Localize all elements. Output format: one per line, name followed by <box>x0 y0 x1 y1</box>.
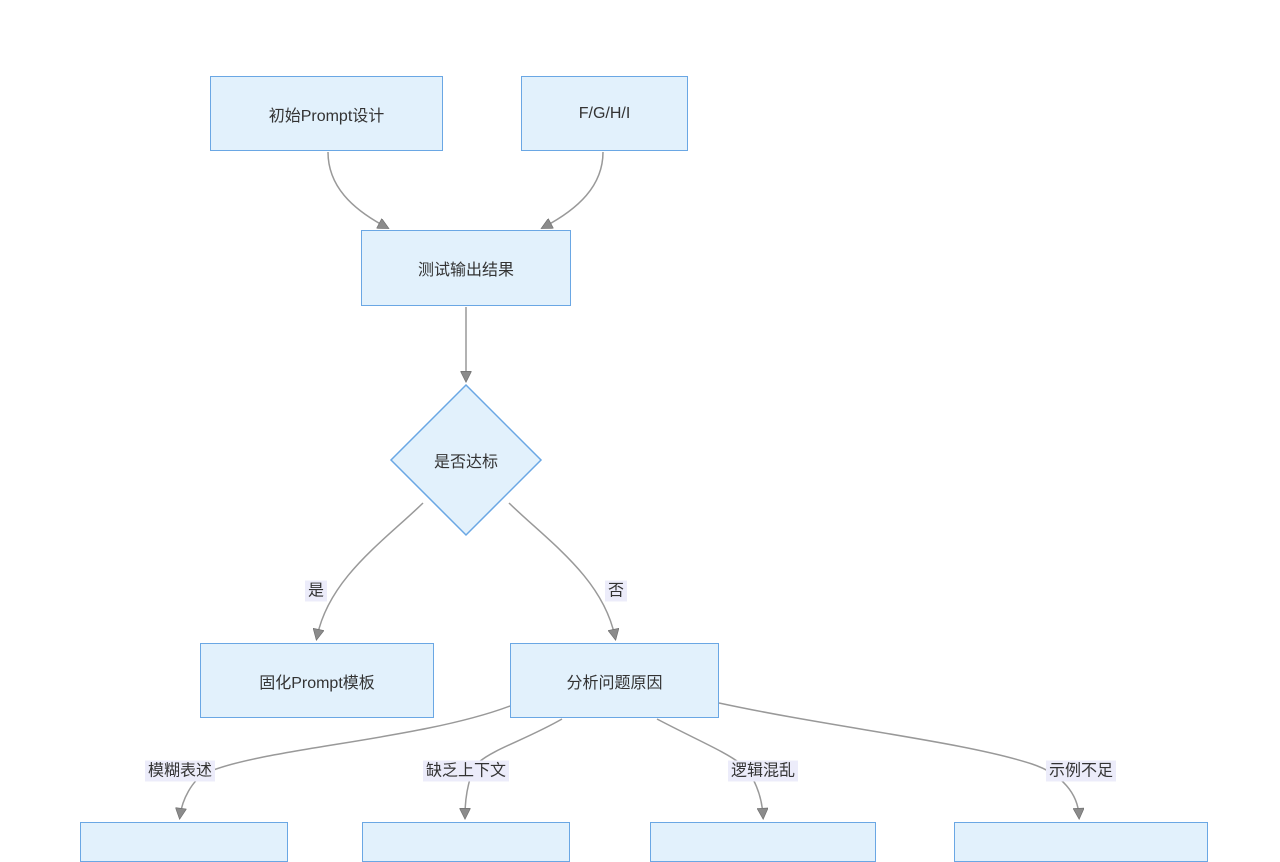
edge-label-insufficient-examples: 示例不足 <box>1045 760 1117 782</box>
decision-diamond-label: 是否达标 <box>433 454 499 471</box>
edges-layer <box>0 151 1280 830</box>
edge-label-missing-context: 缺乏上下文 <box>422 760 510 782</box>
flow-node-logic-target <box>650 822 876 862</box>
edge-decision-yes-to-solidify <box>317 502 424 637</box>
edge-analyze-to-examples <box>718 702 1079 816</box>
edge-decision-no-to-analyze <box>508 502 615 637</box>
edge-label-no: 否 <box>604 580 628 602</box>
flow-node-examples-target <box>954 822 1208 862</box>
node-label: 分析问题原因 <box>566 674 663 692</box>
node-label: 初始Prompt设计 <box>268 107 385 125</box>
flow-node-context-target <box>362 822 570 862</box>
node-label: F/G/H/I <box>578 104 631 122</box>
flow-node-vague-target <box>80 822 288 862</box>
edge-initial-to-test <box>327 151 386 227</box>
node-label: 测试输出结果 <box>417 262 514 279</box>
decision-diamond <box>389 383 543 537</box>
node-label: 固化Prompt模板 <box>259 674 375 692</box>
flow-node-test-output: 测试输出结果 <box>361 230 571 306</box>
flow-node-initial-prompt: 初始Prompt设计 <box>210 76 443 151</box>
flow-node-fghi: F/G/H/I <box>521 76 688 151</box>
edge-analyze-to-vague <box>180 705 511 816</box>
edge-label-vague-wording: 模糊表述 <box>144 760 216 782</box>
flow-node-solidify-template: 固化Prompt模板 <box>200 643 434 718</box>
edge-label-yes: 是 <box>304 580 328 602</box>
edge-fghi-to-test <box>544 151 604 227</box>
edge-label-confused-logic: 逻辑混乱 <box>727 760 799 782</box>
flowchart-canvas: 初始Prompt设计 F/G/H/I 测试输出结果 是否达标 是 否 固化Pro… <box>0 76 1280 862</box>
flow-node-analyze-cause: 分析问题原因 <box>510 643 719 718</box>
